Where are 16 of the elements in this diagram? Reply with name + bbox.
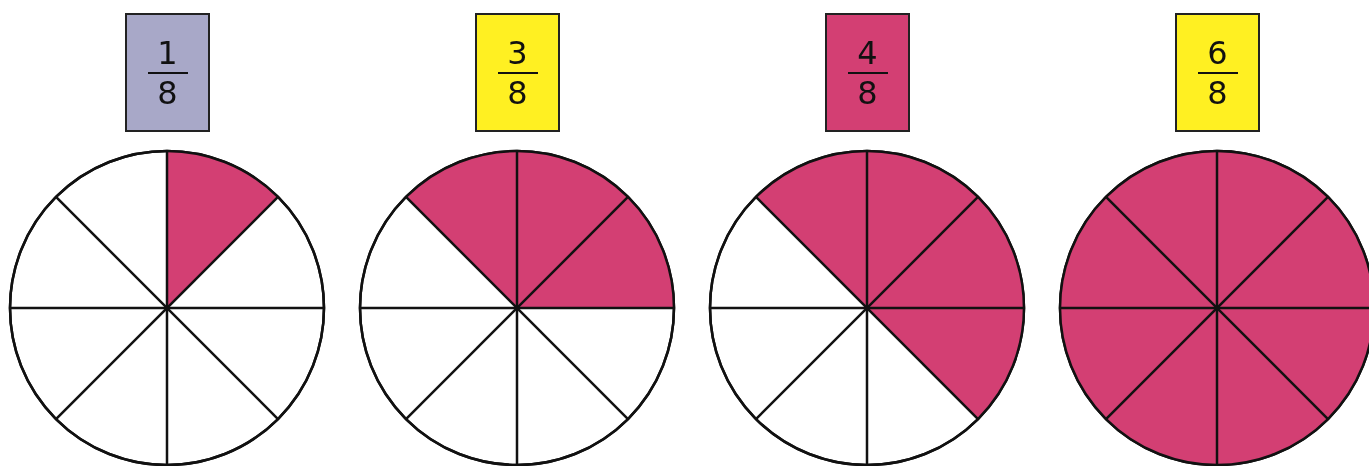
denominator: 8 [157,74,178,111]
fraction-card [475,13,560,132]
numerator: 1 [157,34,178,71]
denominator: 8 [507,74,528,111]
numerator: 4 [857,34,878,71]
denominator: 8 [857,74,878,111]
fraction-card [1175,13,1260,132]
fraction-circle [1058,149,1369,466]
fraction-circle [358,149,676,466]
numerator: 6 [1207,34,1228,71]
fraction-card [825,13,910,132]
numerator: 3 [507,34,528,71]
fraction-circle [708,149,1026,466]
fraction-card [125,13,210,132]
fraction-circle [8,149,326,466]
denominator: 8 [1207,74,1228,111]
